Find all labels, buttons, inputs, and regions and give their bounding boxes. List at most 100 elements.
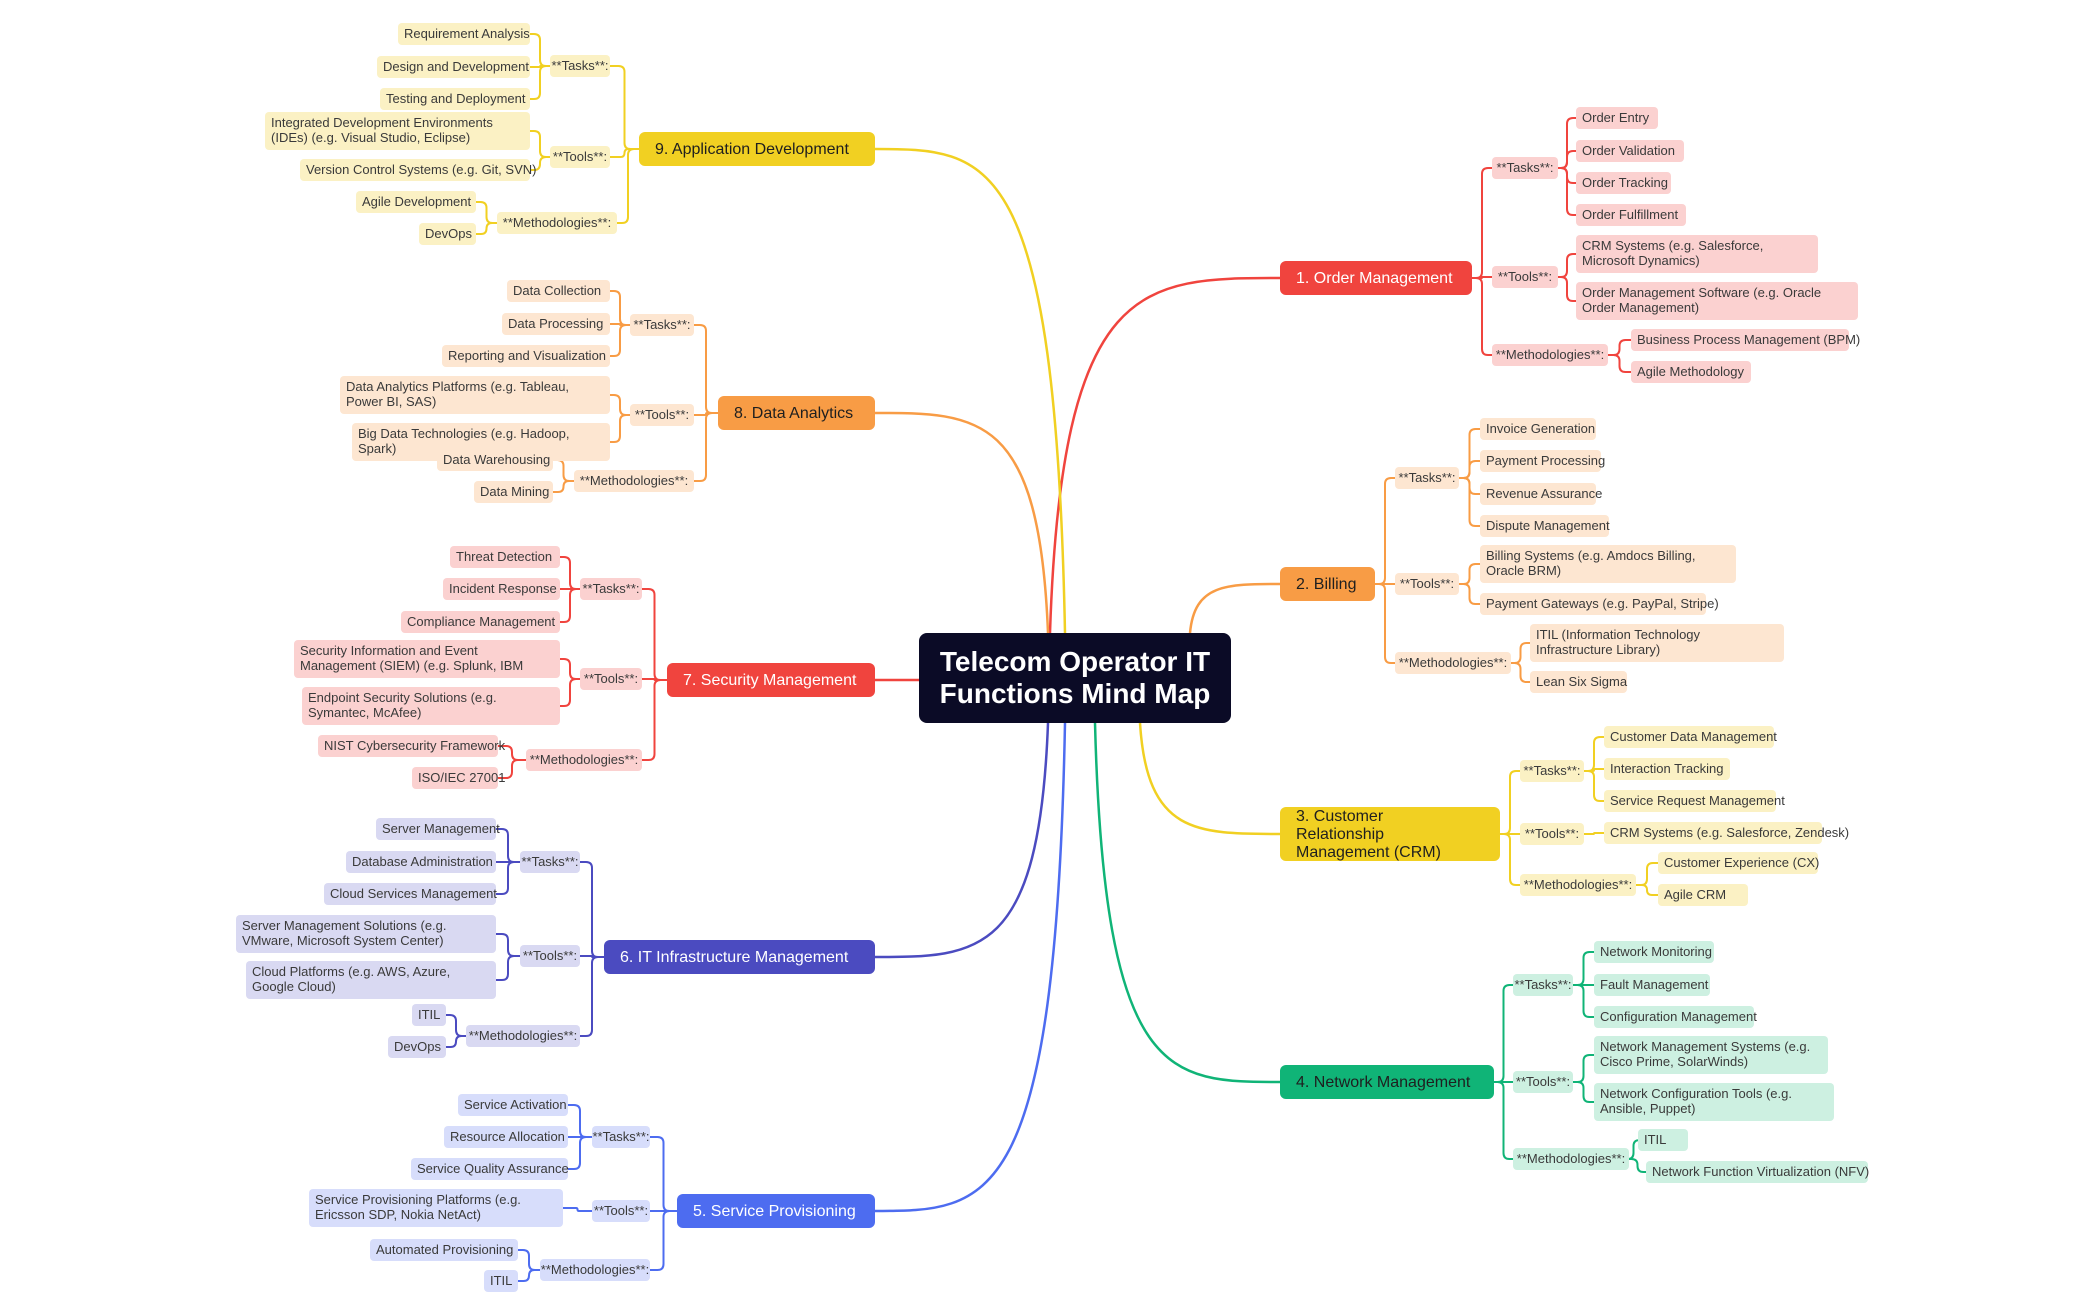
leaf-item[interactable]: Cloud Platforms (e.g. AWS, Azure,Google … — [246, 961, 496, 999]
group-label-tools[interactable]: **Tools**: — [592, 1200, 650, 1222]
main-topic-infra[interactable]: 6. IT Infrastructure Management — [604, 940, 875, 974]
group-label-tools[interactable]: **Tools**: — [1395, 573, 1459, 595]
main-topic-analytics[interactable]: 8. Data Analytics — [718, 396, 875, 430]
leaf-item[interactable]: Threat Detection — [450, 546, 560, 568]
leaf-item[interactable]: Invoice Generation — [1480, 418, 1596, 440]
leaf-item[interactable]: Network Management Systems (e.g.Cisco Pr… — [1594, 1036, 1828, 1074]
leaf-item[interactable]: Incident Response — [443, 578, 560, 600]
leaf-item[interactable]: Service Quality Assurance — [411, 1158, 569, 1180]
group-label-tools[interactable]: **Tools**: — [520, 945, 580, 967]
group-label-tasks[interactable]: **Tasks**: — [580, 578, 642, 600]
group-label-tools[interactable]: **Tools**: — [1513, 1071, 1573, 1093]
leaf-item[interactable]: Reporting and Visualization — [442, 345, 610, 367]
group-label-tools[interactable]: **Tools**: — [1492, 266, 1558, 288]
group-label-methodologies[interactable]: **Methodologies**: — [1492, 344, 1608, 366]
leaf-item[interactable]: Network Function Virtualization (NFV) — [1646, 1161, 1869, 1183]
leaf-item[interactable]: Lean Six Sigma — [1530, 671, 1628, 693]
leaf-item[interactable]: Business Process Management (BPM) — [1631, 329, 1860, 351]
leaf-item[interactable]: Agile Methodology — [1631, 361, 1751, 383]
group-label-tasks[interactable]: **Tasks**: — [550, 55, 610, 77]
leaf-item[interactable]: Service Request Management — [1604, 790, 1785, 812]
group-label-tools[interactable]: **Tools**: — [1520, 823, 1584, 845]
main-topic-network[interactable]: 4. Network Management — [1280, 1065, 1494, 1099]
leaf-item[interactable]: Network Monitoring — [1594, 941, 1714, 963]
leaf-item[interactable]: ITIL — [412, 1004, 446, 1026]
leaf-item[interactable]: Data Analytics Platforms (e.g. Tableau,P… — [340, 376, 610, 414]
leaf-item[interactable]: Server Management — [376, 818, 500, 840]
leaf-item[interactable]: Agile Development — [356, 191, 476, 213]
leaf-item[interactable]: Order Fulfillment — [1576, 204, 1686, 226]
group-label-methodologies[interactable]: **Methodologies**: — [497, 212, 617, 234]
leaf-item[interactable]: Design and Development — [377, 56, 530, 78]
leaf-item[interactable]: Resource Allocation — [444, 1126, 568, 1148]
group-label-tools[interactable]: **Tools**: — [580, 668, 642, 690]
leaf-item[interactable]: CRM Systems (e.g. Salesforce,Microsoft D… — [1576, 235, 1818, 273]
leaf-item[interactable]: ITIL — [484, 1270, 518, 1292]
leaf-item[interactable]: Cloud Services Management — [324, 883, 497, 905]
leaf-item[interactable]: Customer Experience (CX) — [1658, 852, 1819, 874]
leaf-item[interactable]: Configuration Management — [1594, 1006, 1757, 1028]
leaf-item[interactable]: Service Activation — [458, 1094, 568, 1116]
leaf-item[interactable]: DevOps — [419, 223, 476, 245]
group-label-tasks[interactable]: **Tasks**: — [1520, 760, 1584, 782]
leaf-item[interactable]: NIST Cybersecurity Framework — [318, 735, 506, 757]
main-topic-provisioning[interactable]: 5. Service Provisioning — [677, 1194, 875, 1228]
group-label-methodologies[interactable]: **Methodologies**: — [1520, 874, 1636, 896]
leaf-item[interactable]: Database Administration — [346, 851, 496, 873]
leaf-item[interactable]: Order Tracking — [1576, 172, 1671, 194]
leaf-item[interactable]: Data Warehousing — [437, 449, 553, 471]
leaf-item[interactable]: Agile CRM — [1658, 884, 1748, 906]
leaf-item[interactable]: Interaction Tracking — [1604, 758, 1730, 780]
leaf-item[interactable]: Revenue Assurance — [1480, 483, 1602, 505]
leaf-item[interactable]: Server Management Solutions (e.g.VMware,… — [236, 915, 496, 953]
leaf-item[interactable]: Data Processing — [502, 313, 610, 335]
group-label-tasks[interactable]: **Tasks**: — [1513, 974, 1573, 996]
main-topic-order[interactable]: 1. Order Management — [1280, 261, 1472, 295]
leaf-item[interactable]: Customer Data Management — [1604, 726, 1777, 748]
leaf-item[interactable]: Billing Systems (e.g. Amdocs Billing,Ora… — [1480, 545, 1736, 583]
group-label-methodologies[interactable]: **Methodologies**: — [466, 1025, 580, 1047]
leaf-item[interactable]: Payment Processing — [1480, 450, 1605, 472]
group-label-tasks[interactable]: **Tasks**: — [1395, 467, 1459, 489]
group-label-tasks[interactable]: **Tasks**: — [520, 851, 580, 873]
leaf-item[interactable]: ITIL — [1638, 1129, 1688, 1151]
leaf-item[interactable]: Endpoint Security Solutions (e.g.Symante… — [302, 687, 560, 725]
leaf-item[interactable]: Automated Provisioning — [370, 1239, 518, 1261]
group-label-methodologies[interactable]: **Methodologies**: — [1513, 1148, 1629, 1170]
main-topic-security[interactable]: 7. Security Management — [667, 663, 875, 697]
leaf-item[interactable]: Integrated Development Environments(IDEs… — [265, 112, 530, 150]
leaf-item[interactable]: Data Mining — [474, 481, 553, 503]
group-label-methodologies[interactable]: **Methodologies**: — [1395, 652, 1511, 674]
group-label-tasks[interactable]: **Tasks**: — [630, 314, 694, 336]
main-topic-appdev[interactable]: 9. Application Development — [639, 132, 875, 166]
group-label-tasks[interactable]: **Tasks**: — [1492, 157, 1558, 179]
group-label-methodologies[interactable]: **Methodologies**: — [574, 470, 694, 492]
leaf-line — [496, 933, 520, 957]
leaf-item[interactable]: Compliance Management — [401, 611, 560, 633]
leaf-item[interactable]: Service Provisioning Platforms (e.g.Eric… — [309, 1189, 563, 1227]
leaf-item[interactable]: CRM Systems (e.g. Salesforce, Zendesk) — [1604, 822, 1849, 844]
leaf-item[interactable]: Order Validation — [1576, 140, 1684, 162]
leaf-item[interactable]: Requirement Analysis — [398, 23, 530, 45]
group-label-tasks[interactable]: **Tasks**: — [592, 1126, 650, 1148]
leaf-item[interactable]: Network Configuration Tools (e.g.Ansible… — [1594, 1083, 1834, 1121]
leaf-item[interactable]: Payment Gateways (e.g. PayPal, Stripe) — [1480, 593, 1719, 615]
leaf-item[interactable]: ISO/IEC 27001 — [412, 767, 505, 789]
main-topic-billing[interactable]: 2. Billing — [1280, 567, 1375, 601]
leaf-item[interactable]: Fault Management — [1594, 974, 1710, 996]
group-label-tools[interactable]: **Tools**: — [550, 146, 610, 168]
leaf-item[interactable]: Data Collection — [507, 280, 610, 302]
leaf-item[interactable]: Dispute Management — [1480, 515, 1610, 537]
leaf-item[interactable]: Order Entry — [1576, 107, 1658, 129]
leaf-item[interactable]: Testing and Deployment — [380, 88, 530, 110]
group-label-tools[interactable]: **Tools**: — [630, 404, 694, 426]
group-label-methodologies[interactable]: **Methodologies**: — [540, 1259, 650, 1281]
leaf-item[interactable]: DevOps — [388, 1036, 446, 1058]
leaf-item[interactable]: Version Control Systems (e.g. Git, SVN) — [300, 159, 536, 181]
group-label-methodologies[interactable]: **Methodologies**: — [526, 749, 642, 771]
